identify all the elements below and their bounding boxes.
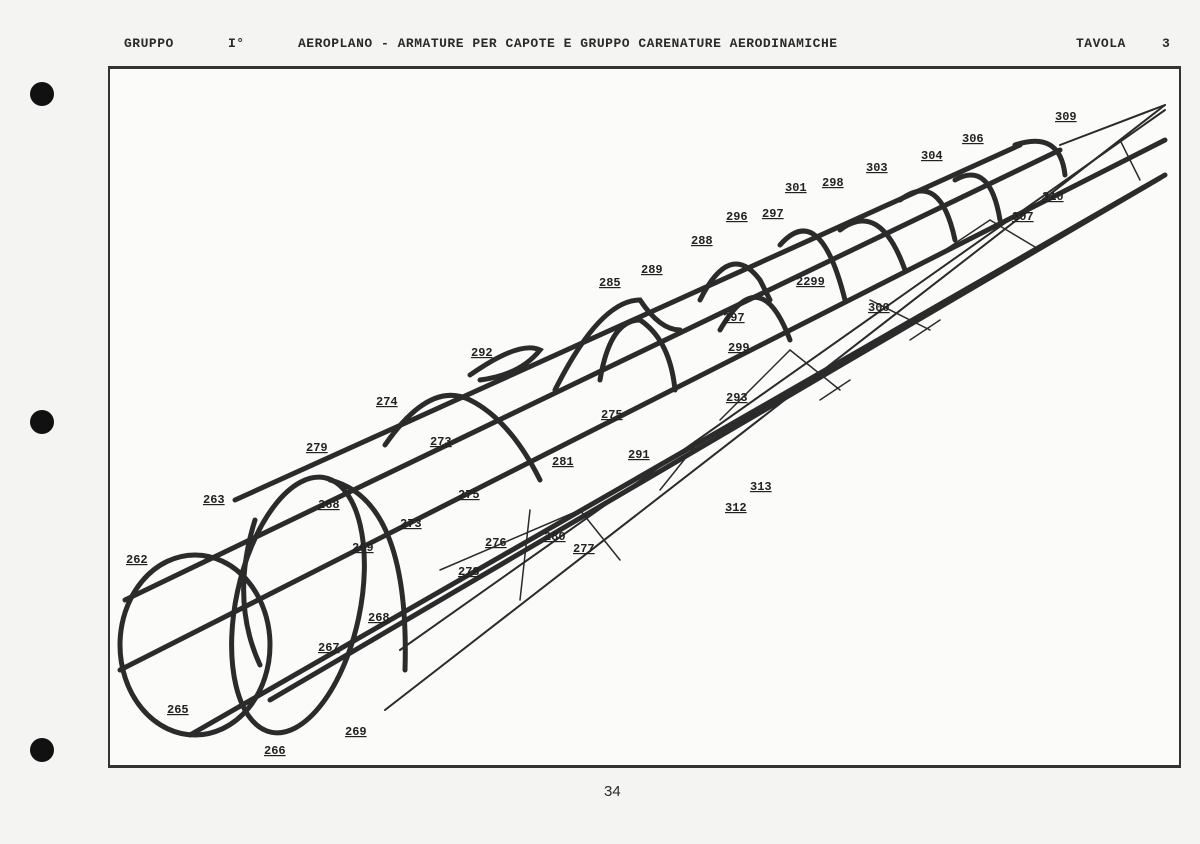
part-label: 289 <box>641 263 663 277</box>
part-label: 276 <box>485 536 507 550</box>
part-label: 297 <box>762 207 784 221</box>
plate-title: AEROPLANO - ARMATURE PER CAPOTE E GRUPPO… <box>298 36 838 51</box>
longerons <box>117 137 1168 738</box>
binder-hole <box>30 410 54 434</box>
part-label: 273 <box>400 517 422 531</box>
part-label: 313 <box>750 480 772 494</box>
part-label: 299 <box>728 341 750 355</box>
part-labels: 309 306 304 303 301 298 296 297 288 289 … <box>126 110 1077 758</box>
part-label: 280 <box>544 530 566 544</box>
group-label: GRUPPO <box>124 36 174 51</box>
tail-lines <box>384 104 1166 711</box>
part-label: 296 <box>726 210 748 224</box>
part-label: 278 <box>458 565 480 579</box>
binder-hole <box>30 738 54 762</box>
part-label: 277 <box>573 542 595 556</box>
part-label: 304 <box>921 149 943 163</box>
part-label: 279 <box>306 441 328 455</box>
part-label: 281 <box>552 455 574 469</box>
part-label: 265 <box>167 703 189 717</box>
truss-diagonals <box>439 139 1141 601</box>
drawing-frame <box>108 66 1181 768</box>
part-label: 269 <box>352 541 374 555</box>
part-label: 266 <box>264 744 286 758</box>
part-label: 298 <box>822 176 844 190</box>
part-label: 262 <box>126 553 148 567</box>
part-label: 263 <box>203 493 225 507</box>
part-label: 269 <box>345 725 367 739</box>
part-label: 310 <box>1042 190 1064 204</box>
part-label: 297 <box>723 311 745 325</box>
part-label: 306 <box>962 132 984 146</box>
part-label: 268 <box>368 611 390 625</box>
part-label: 268 <box>318 498 340 512</box>
part-label: 307 <box>1012 210 1034 224</box>
part-label: 293 <box>726 391 748 405</box>
part-label: 312 <box>725 501 747 515</box>
part-label: 292 <box>471 346 493 360</box>
part-label: 301 <box>785 181 807 195</box>
part-label: 2299 <box>796 275 825 289</box>
plate-number: 3 <box>1162 36 1171 51</box>
binder-hole <box>30 82 54 106</box>
rings <box>117 138 1068 738</box>
part-label: 303 <box>866 161 888 175</box>
group-number: I° <box>228 36 245 51</box>
part-label: 285 <box>599 276 621 290</box>
part-label: 267 <box>318 641 340 655</box>
part-label: 300 <box>868 301 890 315</box>
part-label: 275 <box>601 408 623 422</box>
page-number: 34 <box>604 783 621 800</box>
part-label: 275 <box>458 488 480 502</box>
part-label: 273 <box>430 435 452 449</box>
part-label: 291 <box>628 448 650 462</box>
plate-label: TAVOLA <box>1076 36 1126 51</box>
part-label: 288 <box>691 234 713 248</box>
part-label: 274 <box>376 395 398 409</box>
part-label: 309 <box>1055 110 1077 124</box>
